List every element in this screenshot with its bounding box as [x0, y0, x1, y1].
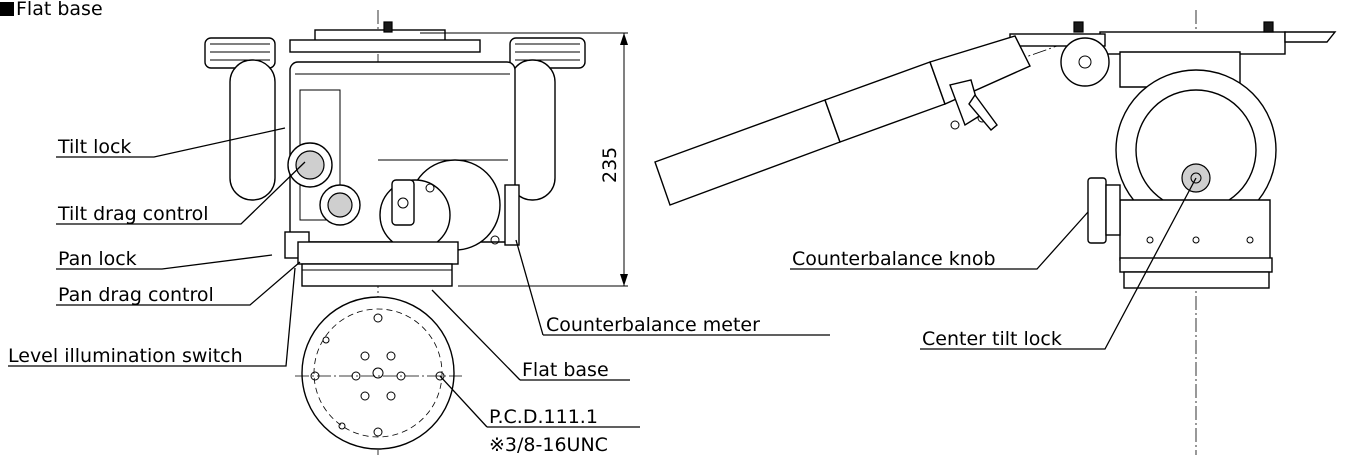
label-center-tilt-lock: Center tilt lock [922, 328, 1062, 350]
page-title: Flat base [16, 0, 103, 20]
flat-base-bottom-view [295, 296, 462, 450]
label-tilt-drag-control: Tilt drag control [57, 203, 209, 225]
label-tilt-lock: Tilt lock [57, 136, 131, 158]
label-thread: ※3/8-16UNC [489, 434, 608, 456]
label-pcd: P.C.D.111.1 [489, 406, 598, 428]
label-level-illumination-switch: Level illumination switch [8, 345, 243, 367]
label-pan-drag-control: Pan drag control [58, 284, 214, 306]
label-counterbalance-knob: Counterbalance knob [792, 248, 996, 270]
title-square-marker [0, 2, 14, 16]
callout-labels: Tilt lock Tilt drag control Pan lock Pan… [8, 136, 1062, 456]
side-view [654, 10, 1337, 455]
callout-leaders [8, 127, 1197, 428]
height-dimension: 235 [599, 147, 621, 183]
label-counterbalance-meter: Counterbalance meter [546, 314, 760, 336]
label-pan-lock: Pan lock [58, 248, 137, 270]
front-view: 235 [204, 10, 628, 455]
label-flat-base: Flat base [522, 359, 609, 381]
